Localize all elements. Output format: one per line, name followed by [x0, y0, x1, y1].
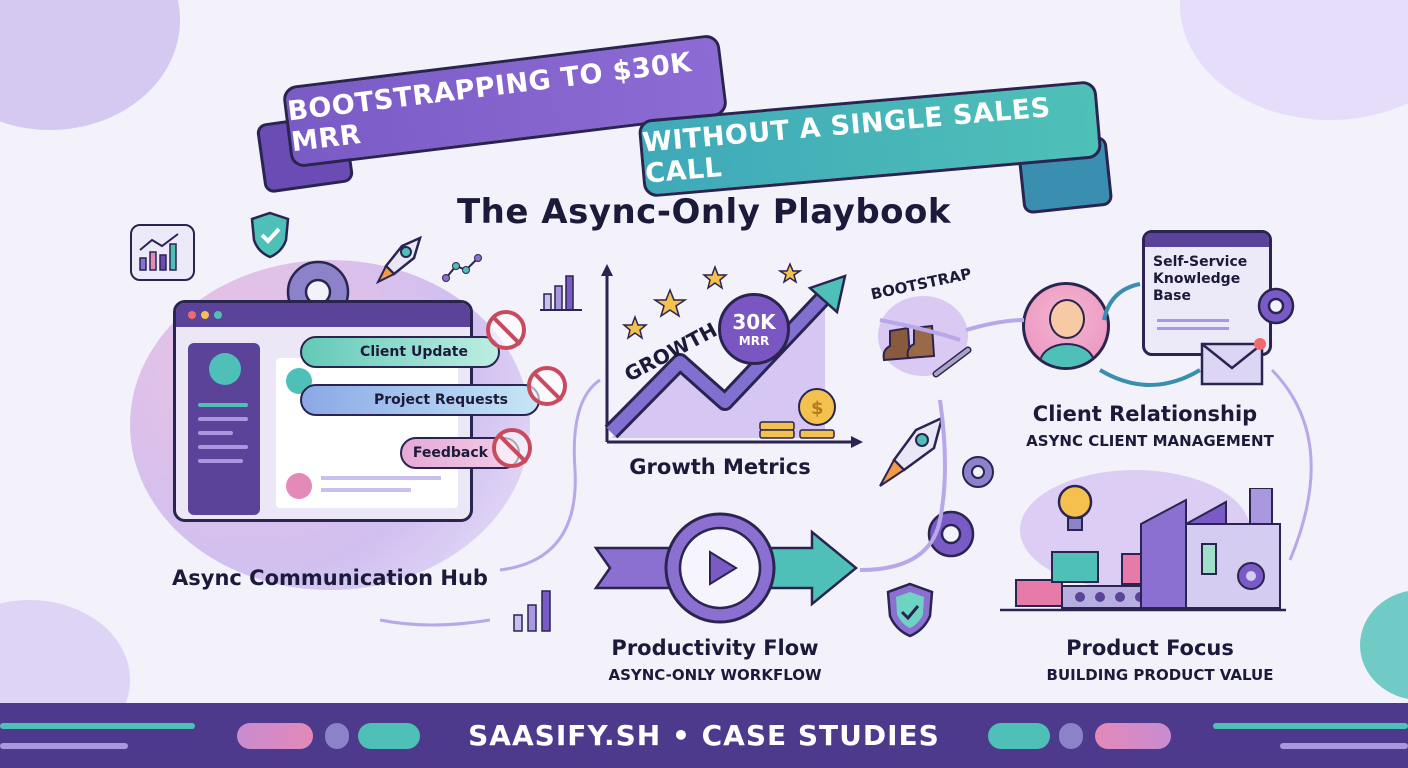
- window-dot-yellow: [201, 311, 209, 319]
- footer-decor-left-teal-pill: [358, 723, 420, 749]
- factory-icon: [1000, 488, 1286, 612]
- bg-blob-top-left: [0, 0, 180, 130]
- channel-label: Client Update: [360, 344, 468, 360]
- window-dot-teal: [214, 311, 222, 319]
- mrr-badge-unit: MRR: [738, 334, 770, 348]
- chart-icon: [130, 224, 195, 281]
- channel-project-requests: Project Requests: [300, 384, 540, 416]
- bg-blob-top-right: [1180, 0, 1408, 120]
- gear-icon: [962, 456, 994, 488]
- section-label-growth: Growth Metrics: [629, 455, 811, 479]
- mrr-badge: 30K MRR: [718, 293, 790, 365]
- gear-icon: [286, 260, 350, 304]
- footer-decor-right-teal: [1213, 723, 1408, 729]
- section-label-communication-hub: Async Communication Hub: [172, 566, 488, 590]
- channel-client-update: Client Update: [300, 336, 500, 368]
- footer-decor-left-teal: [0, 723, 195, 729]
- avatar-icon: [1049, 299, 1085, 339]
- bar-chart-icon: [513, 590, 551, 632]
- shield-icon: [250, 211, 290, 259]
- no-phone-icon: [486, 310, 526, 350]
- gear-icon: [927, 510, 975, 558]
- avatar-icon: [209, 353, 241, 385]
- window-sidebar: [188, 343, 260, 515]
- section-sublabel-product-focus: Building Product Value: [1046, 666, 1274, 684]
- footer-decor-left-dot: [325, 723, 349, 749]
- channel-label: Project Requests: [373, 392, 508, 408]
- gear-icon: [1257, 287, 1295, 325]
- footer-decor-left-lavender: [0, 743, 128, 749]
- svg-text:$: $: [811, 398, 824, 419]
- section-sublabel-client-relationship: Async Client Management: [1026, 432, 1274, 450]
- window-content: [276, 358, 458, 508]
- footer-decor-right-teal-pill: [988, 723, 1050, 749]
- footer-bar: SAASIFY.SH • CASE STUDIES: [0, 703, 1408, 768]
- mrr-badge-value: 30K: [732, 310, 776, 334]
- bar-chart-icon: [540, 275, 582, 311]
- no-phone-icon: [527, 366, 567, 406]
- footer-text: SAASIFY.SH • CASE STUDIES: [468, 719, 940, 752]
- client-avatar: [1022, 282, 1110, 370]
- footer-decor-right-pink: [1095, 723, 1171, 749]
- footer-decor-left-pink: [237, 723, 313, 749]
- footer-decor-right-dot: [1059, 723, 1083, 749]
- rocket-icon: [375, 235, 422, 285]
- window-dot-red: [188, 311, 196, 319]
- page-title: The Async-Only Playbook: [456, 192, 952, 232]
- section-sublabel-productivity: Async-Only Workflow: [608, 666, 822, 684]
- channel-label: Feedback: [412, 445, 488, 461]
- network-icon: [442, 254, 482, 282]
- shield-icon: [886, 582, 934, 638]
- footer-decor-right-lavender: [1280, 743, 1408, 749]
- bg-blob-bottom-right: [1360, 590, 1408, 700]
- coin-icon: [798, 388, 836, 426]
- section-label-productivity: Productivity Flow: [611, 636, 819, 660]
- clock-play-icon: [593, 512, 858, 624]
- wrench-icon: [932, 346, 972, 378]
- lightbulb-icon: [1057, 484, 1093, 531]
- no-phone-icon: [492, 428, 532, 468]
- knowledge-base-text: Self-Service Knowledge Base: [1153, 254, 1248, 304]
- mail-icon: [1200, 338, 1266, 386]
- rocket-icon: [879, 415, 944, 487]
- section-label-product-focus: Product Focus: [1066, 636, 1234, 660]
- section-label-client-relationship: Client Relationship: [1032, 402, 1258, 426]
- window-titlebar: [176, 303, 470, 327]
